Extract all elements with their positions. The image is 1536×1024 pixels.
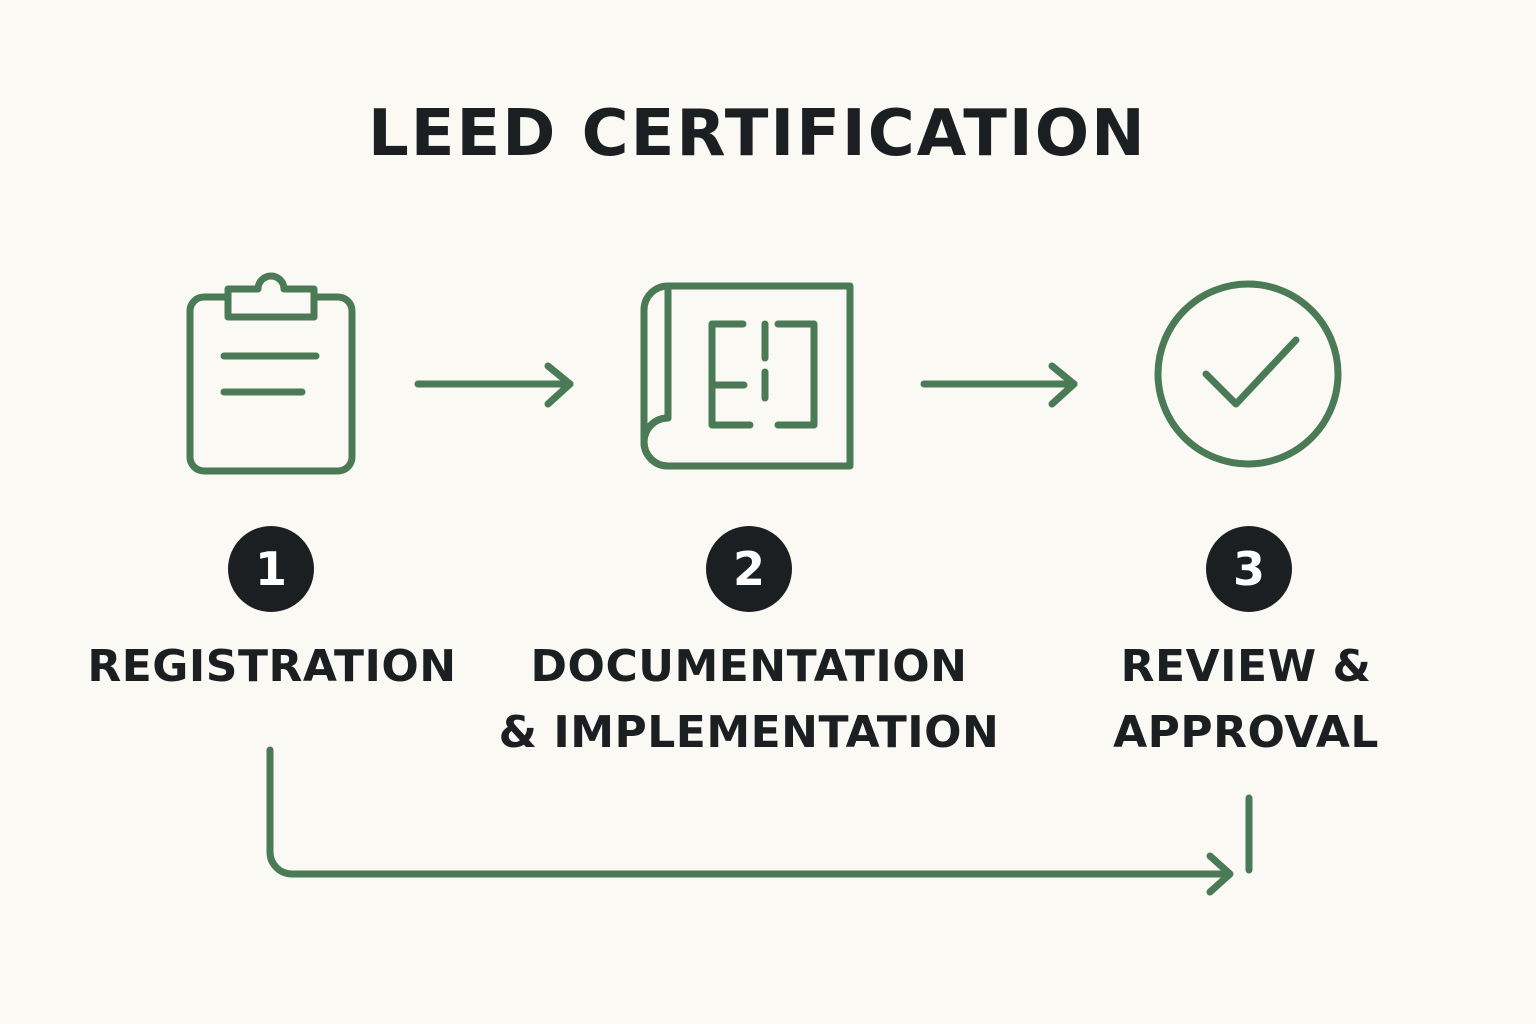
- step-number-badge: 2: [706, 526, 792, 612]
- bypass-arrow-icon: [266, 746, 1253, 896]
- step-label-documentation: DOCUMENTATION & IMPLEMENTATION: [496, 634, 1002, 766]
- step-label-review: REVIEW & APPROVAL: [1094, 634, 1398, 766]
- step-label-line: DOCUMENTATION: [530, 641, 968, 692]
- step-label-line: REGISTRATION: [87, 641, 457, 692]
- step-label-registration: REGISTRATION: [72, 634, 472, 700]
- check-circle-icon: [1154, 280, 1342, 468]
- blueprint-icon: [640, 282, 854, 470]
- step-number-badge: 1: [228, 526, 314, 612]
- arrow-right-icon: [920, 362, 1078, 408]
- step-label-line: & IMPLEMENTATION: [498, 707, 1000, 758]
- page-title: LEED CERTIFICATION: [368, 97, 1147, 171]
- arrow-right-icon: [414, 362, 574, 408]
- step-number-badge: 3: [1206, 526, 1292, 612]
- clipboard-icon: [186, 272, 356, 475]
- step-label-line: APPROVAL: [1113, 707, 1379, 758]
- step-label-line: REVIEW &: [1120, 641, 1372, 692]
